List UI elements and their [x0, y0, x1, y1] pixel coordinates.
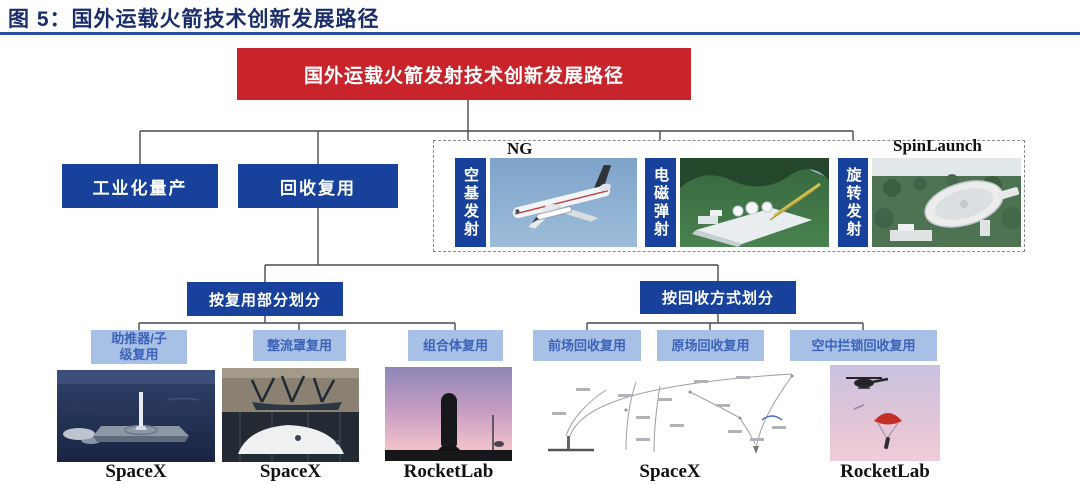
- leaf-return-to-site-recovery: 原场回收复用: [657, 330, 764, 361]
- neutron-rocket-photo: [385, 367, 512, 461]
- company-label: RocketLab: [403, 461, 494, 482]
- fairing-catcher-photo: [222, 368, 359, 462]
- figure-caption: 图 5：国外运载火箭技术创新发展路径: [8, 8, 380, 31]
- leaf-combined-body-reuse: 组合体复用: [408, 330, 503, 361]
- node-split-by-reused-part: 按复用部分划分: [187, 282, 343, 316]
- ng-label: NG: [507, 139, 533, 158]
- spinlaunch-facility-photo: [872, 158, 1021, 247]
- company-label: SpaceX: [105, 461, 167, 482]
- company-label: SpaceX: [259, 461, 322, 482]
- node-air-based-launch: 空基发射: [455, 158, 486, 247]
- leaf-fairing-reuse: 整流罩复用: [253, 330, 346, 361]
- caption-underline: [0, 32, 1080, 35]
- node-electromagnetic-launch: 电磁弹射: [645, 158, 676, 247]
- flight-trajectory-diagram: [540, 368, 800, 458]
- electromagnetic-catapult-photo: [680, 158, 829, 247]
- leaf-downrange-recovery: 前场回收复用: [533, 330, 641, 361]
- spinlaunch-label: SpinLaunch: [893, 136, 982, 155]
- leaf-booster-stage-reuse: 助推器/子 级复用: [91, 330, 187, 364]
- root-node: 国外运载火箭发射技术创新发展路径: [237, 48, 691, 100]
- node-spin-launch: 旋转发射: [838, 158, 868, 247]
- company-label: RocketLab: [840, 461, 930, 482]
- company-label: SpaceX: [639, 461, 701, 482]
- node-recovery-reuse: 回收复用: [238, 164, 398, 208]
- helicopter-parachute-catch-photo: [830, 365, 940, 461]
- booster-droneship-photo: [57, 370, 215, 462]
- leaf-midair-capture-recovery: 空中拦锁回收复用: [790, 330, 937, 361]
- node-split-by-recovery-method: 按回收方式划分: [640, 281, 796, 314]
- node-industrial-production: 工业化量产: [62, 164, 218, 208]
- carrier-aircraft-photo: [490, 158, 637, 247]
